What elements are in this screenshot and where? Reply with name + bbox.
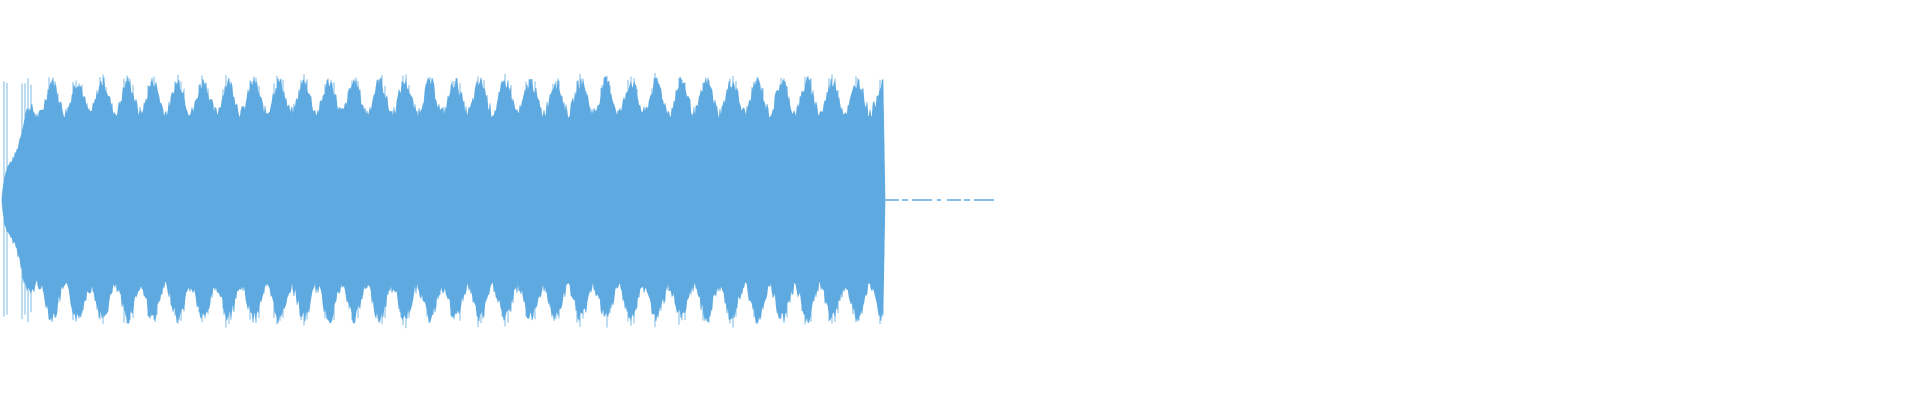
waveform-body [1,75,886,325]
waveform-bars [1,73,886,329]
